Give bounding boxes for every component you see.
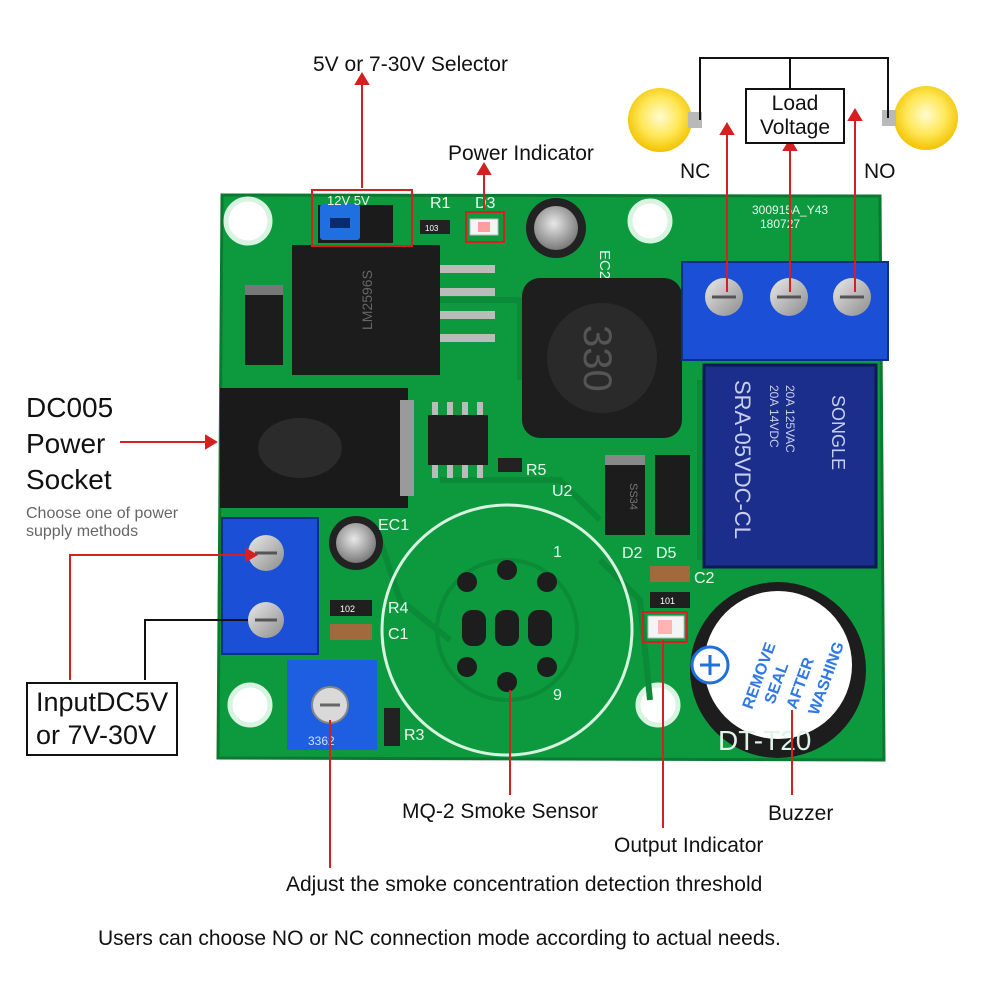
power-indicator-label: Power Indicator	[448, 142, 594, 165]
board-date: 180727	[760, 217, 800, 231]
silkscreen-text: 102	[340, 604, 355, 614]
silkscreen-text: 9	[553, 687, 562, 704]
silkscreen-text: C1	[388, 626, 409, 643]
silkscreen-text: 330	[575, 325, 619, 392]
silkscreen-text: 101	[660, 596, 675, 606]
no-label: NO	[864, 160, 896, 183]
d5-label: D5	[656, 545, 677, 562]
d2-label: D2	[622, 545, 643, 562]
model-label: DT-T20	[718, 725, 811, 756]
capacitor-ec2: EC2	[526, 198, 613, 279]
dc005-line1: DC005	[26, 392, 114, 423]
dc005-socket	[220, 388, 414, 508]
input-terminal-block	[221, 517, 319, 655]
power-led-d3: D3	[469, 195, 499, 236]
input-line1: InputDC5V	[36, 687, 169, 717]
regulator-lm2596: LM2596S	[292, 245, 495, 375]
silkscreen-text: 20A 14VDC	[767, 385, 781, 448]
footer-note: Users can choose NO or NC connection mod…	[98, 927, 781, 950]
silkscreen-text: D3	[475, 195, 496, 212]
potentiometer: 3362	[287, 660, 377, 750]
buzzer-label: Buzzer	[768, 802, 834, 825]
silkscreen-text: SS34	[627, 483, 639, 510]
silkscreen-text: 1	[553, 544, 562, 561]
load-voltage-line1: Load	[771, 92, 819, 115]
capacitor-ec1: EC1	[329, 516, 409, 570]
relay: SRA-05VDC-CL 20A 14VDC 20A 125VAC SONGLE	[702, 363, 878, 569]
output-indicator-label: Output Indicator	[614, 834, 764, 857]
input-line2: or 7V-30V	[36, 720, 157, 750]
load-voltage-line2: Voltage	[759, 116, 831, 139]
silkscreen-text: 12V 5V	[327, 193, 370, 208]
u2-label: U2	[552, 483, 573, 500]
mounting-hole	[227, 682, 273, 728]
resistor-r3: R3	[384, 708, 425, 746]
capacitor-c2: C2	[650, 566, 715, 587]
supply-note-line1: Choose one of power	[26, 505, 179, 522]
silkscreen-text: R1	[430, 195, 451, 212]
jumper-selector: 12V 5V	[318, 193, 393, 243]
diode-ss34: SS34	[605, 455, 645, 535]
resistor-r4: 102 R4	[330, 600, 409, 617]
sensor-label: MQ-2 Smoke Sensor	[402, 800, 599, 823]
dc005-line3: Socket	[26, 464, 112, 495]
resistor-r5: R5	[498, 458, 547, 479]
supply-note-line2: supply methods	[26, 523, 139, 540]
resistor-101: 101	[650, 592, 690, 608]
threshold-label: Adjust the smoke concentration detection…	[286, 873, 763, 896]
silkscreen-text: 20A 125VAC	[783, 385, 797, 453]
bulb-nc-icon	[628, 88, 702, 152]
pcb-traces	[377, 297, 703, 701]
silkscreen-text: R4	[388, 600, 409, 617]
inductor-330: 330	[522, 278, 682, 438]
input-voltage-box: InputDC5V or 7V-30V	[26, 682, 179, 756]
selector-label: 5V or 7-30V Selector	[313, 53, 508, 76]
dc005-label: DC005 Power Socket	[26, 390, 113, 498]
output-led	[647, 615, 685, 639]
silkscreen-text: SRA-05VDC-CL	[730, 380, 755, 539]
mounting-hole	[627, 198, 673, 244]
silkscreen-text: C2	[694, 570, 715, 587]
buzzer: REMOVE SEAL AFTER WASHING	[690, 582, 866, 758]
silkscreen-text: 103	[425, 224, 439, 233]
nc-label: NC	[680, 160, 711, 183]
diode-d5	[655, 455, 690, 535]
supply-note: Choose one of power supply methods	[26, 505, 178, 541]
mounting-hole	[223, 196, 273, 246]
dc005-line2: Power	[26, 428, 106, 459]
load-wiring	[699, 57, 889, 120]
silkscreen-text: EC1	[378, 517, 409, 534]
capacitor-c1: C1	[330, 624, 409, 643]
ic-chip	[428, 402, 488, 478]
silkscreen-text: SONGLE	[828, 395, 848, 470]
mq2-sensor-footprint: 1 9	[380, 503, 634, 757]
diode-left	[245, 285, 283, 365]
silkscreen-text: LM2596S	[359, 270, 375, 330]
annotation-pointers	[69, 72, 863, 868]
silkscreen-text: R5	[526, 462, 547, 479]
mounting-hole	[635, 682, 681, 728]
silkscreen-text: R3	[404, 727, 425, 744]
bulb-no-icon	[882, 86, 958, 150]
output-terminal-block	[681, 261, 889, 361]
silkscreen-text: 3362	[308, 734, 335, 748]
load-voltage-box: Load Voltage	[745, 88, 845, 144]
resistor-r1: 103 R1	[420, 195, 451, 234]
silkscreen-text: EC2	[596, 250, 613, 279]
